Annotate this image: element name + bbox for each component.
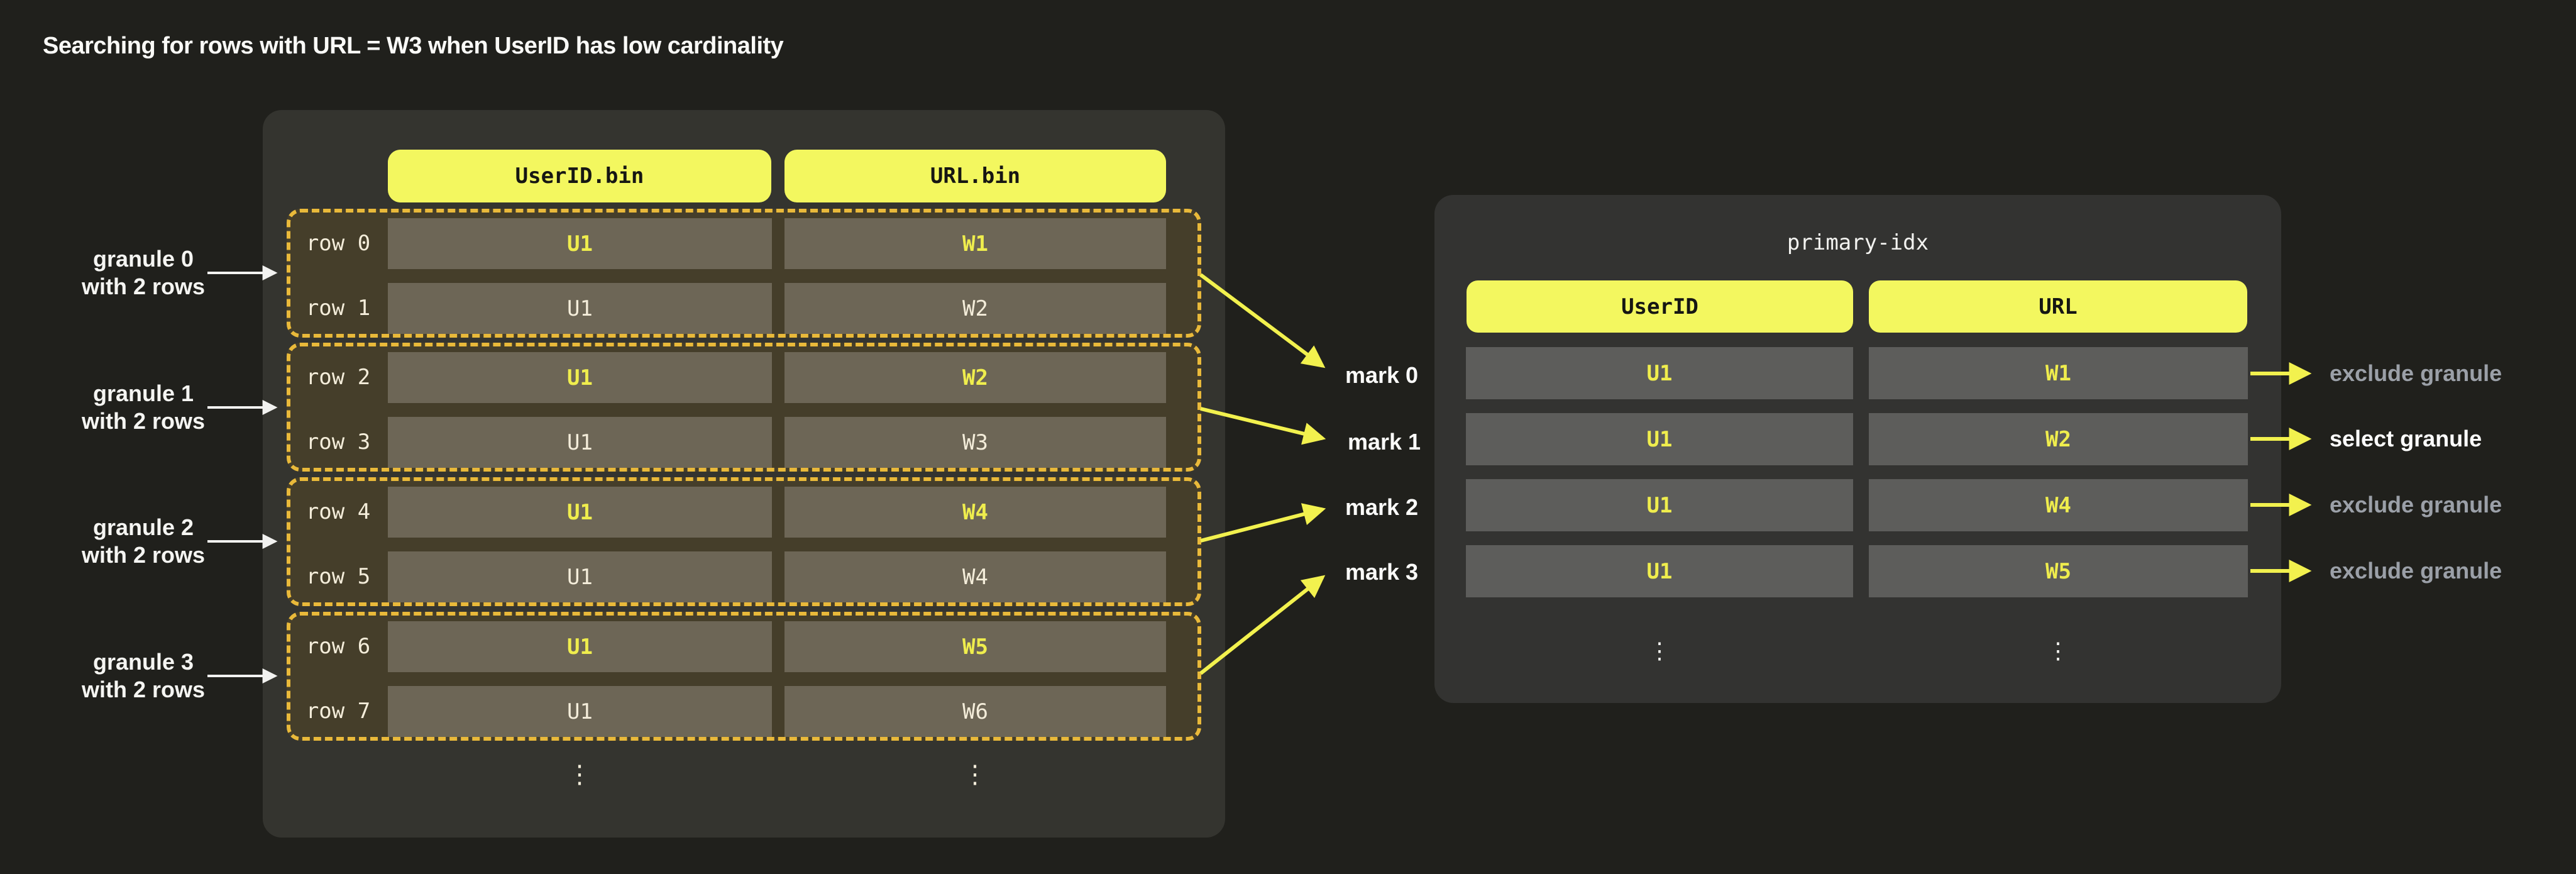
- mark-label-1: mark 1: [1347, 429, 1421, 455]
- row-label: row 2: [305, 365, 371, 390]
- bin-cell-userid: U1: [388, 551, 772, 602]
- bin-cell-url: W5: [784, 621, 1166, 672]
- ellipsis: ⋮: [2047, 638, 2069, 664]
- index-header-userid: UserID: [1467, 280, 1853, 333]
- granule-annotation-1: granule 1 with 2 rows: [27, 380, 260, 435]
- row-label: row 0: [305, 231, 371, 256]
- decision-label-1: select granule: [2330, 426, 2482, 451]
- primary-index-title: primary-idx: [1786, 230, 1929, 255]
- granule-box-2: row 4 row 5 U1 W4 U1 W4: [287, 477, 1201, 606]
- idx-cell-userid: U1: [1466, 545, 1853, 597]
- bin-cell-url: W3: [784, 417, 1166, 468]
- granule-box-0: row 0 row 1 U1 W1 U1 W2: [287, 209, 1201, 338]
- bin-cell-userid: U1: [388, 352, 772, 403]
- granule-annotation-line2: with 2 rows: [81, 408, 206, 434]
- decision-label-0: exclude granule: [2330, 360, 2502, 386]
- granule-annotation-line1: granule 3: [92, 649, 194, 675]
- bin-cell-userid: U1: [388, 621, 772, 672]
- granule-box-3: row 6 row 7 U1 W5 U1 W6: [287, 612, 1201, 741]
- idx-cell-userid: U1: [1466, 347, 1853, 399]
- idx-cell-url: W2: [1869, 413, 2248, 465]
- granule-annotation-3: granule 3 with 2 rows: [27, 648, 260, 704]
- bin-cell-url: W4: [784, 551, 1166, 602]
- ellipsis: ⋮: [567, 760, 592, 789]
- mark-label-0: mark 0: [1345, 362, 1419, 388]
- bin-cell-url: W2: [784, 352, 1166, 403]
- decision-label-2: exclude granule: [2330, 492, 2502, 517]
- index-header-url: URL: [1869, 280, 2247, 333]
- idx-cell-userid: U1: [1466, 479, 1853, 531]
- decision-label-3: exclude granule: [2330, 558, 2502, 584]
- granule-annotation-line1: granule 2: [92, 514, 194, 540]
- bin-cell-userid: U1: [388, 283, 772, 334]
- bin-files-panel: UserID.bin URL.bin row 0 row 1 U1 W1 U1 …: [263, 110, 1225, 838]
- bin-cell-url: W4: [784, 487, 1166, 538]
- ellipsis: ⋮: [962, 760, 988, 789]
- granule-annotation-line2: with 2 rows: [81, 542, 206, 568]
- idx-cell-url: W5: [1869, 545, 2248, 597]
- page-title: Searching for rows with URL = W3 when Us…: [43, 33, 784, 59]
- primary-index-panel: primary-idx UserID URL U1 W1 U1 W2 U1 W4…: [1434, 195, 2281, 703]
- granule-box-1: row 2 row 3 U1 W2 U1 W3: [287, 343, 1201, 472]
- index-header-userid-label: UserID: [1621, 294, 1698, 319]
- bin-cell-url: W6: [784, 686, 1166, 737]
- column-header-url-bin: URL.bin: [784, 150, 1166, 202]
- bin-cell-userid: U1: [388, 686, 772, 737]
- ellipsis: ⋮: [1648, 638, 1671, 664]
- bin-cell-userid: U1: [388, 218, 772, 269]
- row-label: row 7: [305, 699, 371, 724]
- index-header-url-label: URL: [2039, 294, 2078, 319]
- mark-label-2: mark 2: [1345, 494, 1419, 520]
- granule-annotation-0: granule 0 with 2 rows: [27, 245, 260, 301]
- bin-cell-url: W1: [784, 218, 1166, 269]
- granule-annotation-line1: granule 0: [92, 246, 194, 272]
- granule-annotation-line2: with 2 rows: [81, 677, 206, 702]
- column-header-userid-bin: UserID.bin: [388, 150, 771, 202]
- row-label: row 1: [305, 296, 371, 321]
- row-label: row 5: [305, 564, 371, 589]
- granule-annotation-line2: with 2 rows: [81, 274, 206, 299]
- bin-cell-userid: U1: [388, 417, 772, 468]
- row-label: row 6: [305, 634, 371, 659]
- granule-annotation-line1: granule 1: [92, 380, 194, 406]
- idx-cell-url: W1: [1869, 347, 2248, 399]
- row-label: row 4: [305, 499, 371, 524]
- column-header-url-bin-label: URL.bin: [930, 163, 1021, 189]
- bin-cell-url: W2: [784, 283, 1166, 334]
- idx-cell-userid: U1: [1466, 413, 1853, 465]
- bin-cell-userid: U1: [388, 487, 772, 538]
- idx-cell-url: W4: [1869, 479, 2248, 531]
- mark-label-3: mark 3: [1345, 559, 1419, 585]
- row-label: row 3: [305, 429, 371, 455]
- column-header-userid-bin-label: UserID.bin: [515, 163, 644, 189]
- granule-annotation-2: granule 2 with 2 rows: [27, 514, 260, 569]
